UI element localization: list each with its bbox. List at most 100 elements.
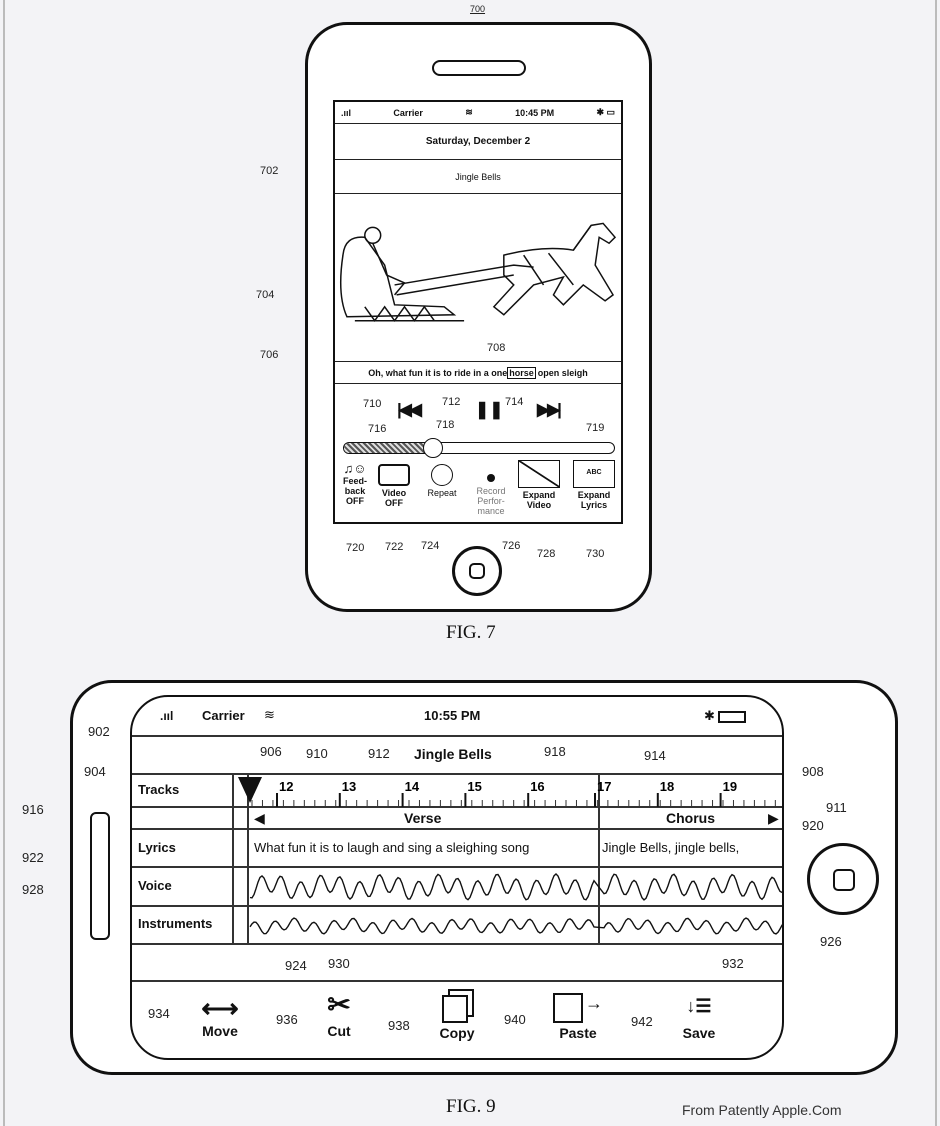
paste-icon: → bbox=[549, 989, 607, 1025]
next-track-icon[interactable]: ▶▶| bbox=[537, 400, 562, 419]
lyrics-line: Oh, what fun it is to ride in a one hors… bbox=[335, 362, 621, 384]
scroll-left-arrow-icon[interactable]: ◀ bbox=[254, 810, 265, 826]
signal-icon: .ııl bbox=[160, 709, 174, 723]
voice-row: Voice bbox=[132, 868, 782, 907]
move-button[interactable]: ⟷Move bbox=[180, 993, 260, 1039]
pause-icon[interactable]: ❚❚ bbox=[475, 400, 504, 419]
carrier-label: Carrier bbox=[202, 708, 245, 723]
save-icon: ↓☰ bbox=[686, 996, 712, 1016]
ref-label: 914 bbox=[644, 748, 666, 763]
ref-label: 906 bbox=[260, 744, 282, 759]
music-note-icon: ♫☺ bbox=[343, 461, 367, 476]
instruments-label: Instruments bbox=[138, 916, 213, 931]
sections-row: ◀ Verse Chorus ▶ bbox=[132, 808, 782, 830]
scroll-right-arrow-icon[interactable]: ▶ bbox=[768, 810, 779, 826]
figure-caption: FIG. 7 bbox=[446, 622, 496, 643]
expand-video-button[interactable]: Expand Video bbox=[517, 460, 561, 510]
expand-lyrics-label: Expand Lyrics bbox=[577, 490, 611, 510]
save-label: Save bbox=[682, 1025, 716, 1041]
time-label: 10:55 PM bbox=[424, 708, 481, 723]
ref-label: 728 bbox=[537, 548, 556, 560]
lyrics-text: open sleigh bbox=[537, 367, 588, 378]
instruments-row: Instruments bbox=[132, 907, 782, 945]
ref-label: 724 bbox=[421, 540, 440, 552]
verse-lyrics[interactable]: What fun it is to laugh and sing a sleig… bbox=[254, 840, 530, 855]
feedback-toggle[interactable]: ♫☺Feed-back OFF bbox=[337, 461, 373, 507]
progress-slider[interactable] bbox=[343, 442, 615, 454]
tracks-label: Tracks bbox=[138, 782, 180, 797]
tick-label: 19 bbox=[723, 779, 737, 794]
ref-label: 904 bbox=[84, 764, 106, 779]
signal-icon: .ııl bbox=[341, 107, 352, 118]
record-icon bbox=[487, 474, 495, 482]
song-title: Jingle Bells bbox=[335, 160, 621, 194]
screen-portrait: .ııl Carrier ≋ 10:45 PM ✱ ▭ Saturday, De… bbox=[333, 100, 623, 524]
paste-label: Paste bbox=[559, 1025, 597, 1041]
expand-video-label: Expand Video bbox=[522, 490, 556, 510]
paste-button[interactable]: →Paste bbox=[538, 989, 618, 1041]
ref-label: 702 bbox=[260, 165, 279, 177]
instruments-waveform bbox=[249, 917, 782, 935]
cut-button[interactable]: ✂Cut bbox=[299, 987, 379, 1039]
highlighted-word[interactable]: horse bbox=[507, 366, 536, 379]
video-area[interactable] bbox=[335, 194, 621, 362]
ref-label: 918 bbox=[544, 744, 566, 759]
video-icon bbox=[378, 464, 410, 486]
ref-label: 720 bbox=[346, 542, 365, 554]
tick-label: 16 bbox=[530, 779, 544, 794]
home-button[interactable] bbox=[807, 843, 879, 915]
chorus-section[interactable]: Chorus bbox=[666, 810, 715, 826]
verse-section[interactable]: Verse bbox=[404, 810, 442, 826]
ref-label: 934 bbox=[148, 1006, 170, 1021]
ref-label: 722 bbox=[385, 541, 404, 553]
expand-video-icon bbox=[518, 460, 560, 488]
tick-label: 18 bbox=[660, 779, 674, 794]
lyrics-text: Oh, what fun it is to ride in a one bbox=[368, 367, 508, 378]
playhead-marker-icon[interactable] bbox=[238, 777, 262, 803]
copy-button[interactable]: Copy bbox=[417, 989, 497, 1041]
ref-label: 926 bbox=[820, 934, 842, 949]
save-button[interactable]: ↓☰ Save bbox=[659, 987, 739, 1041]
side-button[interactable] bbox=[90, 812, 110, 940]
ref-label: 710 bbox=[363, 398, 382, 410]
screen-landscape: .ııl Carrier ≋ 10:55 PM ✱ Jingle Bells T… bbox=[130, 695, 784, 1060]
ref-label: 916 bbox=[22, 802, 44, 817]
slider-knob[interactable] bbox=[422, 438, 443, 458]
video-toggle[interactable]: Video OFF bbox=[375, 464, 413, 508]
song-title: Jingle Bells bbox=[414, 746, 492, 762]
ref-label: 726 bbox=[502, 540, 521, 552]
progress-fill bbox=[344, 443, 434, 453]
ref-label: 719 bbox=[586, 422, 605, 434]
wifi-icon: ≋ bbox=[465, 107, 473, 117]
ref-label: 930 bbox=[328, 956, 350, 971]
ref-label: 912 bbox=[368, 746, 390, 761]
ref-label: 922 bbox=[22, 850, 44, 865]
lyrics-row: Lyrics What fun it is to laugh and sing … bbox=[132, 830, 782, 868]
ref-label: 928 bbox=[22, 882, 44, 897]
home-button[interactable] bbox=[452, 546, 502, 596]
wifi-icon: ≋ bbox=[264, 707, 275, 722]
figure-ref: 700 bbox=[470, 4, 486, 14]
cut-label: Cut bbox=[327, 1023, 351, 1039]
label-divider bbox=[232, 775, 234, 945]
record-button[interactable]: Record Perfor-mance bbox=[467, 474, 515, 516]
battery-icon: ✱ ▭ bbox=[596, 107, 615, 117]
empty-row bbox=[132, 945, 782, 982]
repeat-button[interactable]: Repeat bbox=[421, 464, 463, 498]
title-row: Jingle Bells bbox=[132, 737, 782, 775]
ref-label: 712 bbox=[442, 396, 461, 408]
tick-label: 14 bbox=[405, 779, 420, 794]
chorus-lyrics[interactable]: Jingle Bells, jingle bells, bbox=[602, 840, 740, 855]
ref-label: 718 bbox=[436, 419, 455, 431]
tick-label: 15 bbox=[467, 779, 481, 794]
ref-label: 706 bbox=[260, 349, 279, 361]
playhead-line bbox=[247, 775, 249, 945]
previous-track-icon[interactable]: |◀◀ bbox=[397, 400, 422, 419]
sleigh-illustration bbox=[339, 222, 617, 322]
tick-label: 12 bbox=[279, 779, 293, 794]
status-bar: .ııl Carrier ≋ 10:55 PM ✱ bbox=[132, 697, 782, 737]
credit-text: From Patently Apple.Com bbox=[682, 1102, 842, 1118]
ref-label: 936 bbox=[276, 1012, 298, 1027]
